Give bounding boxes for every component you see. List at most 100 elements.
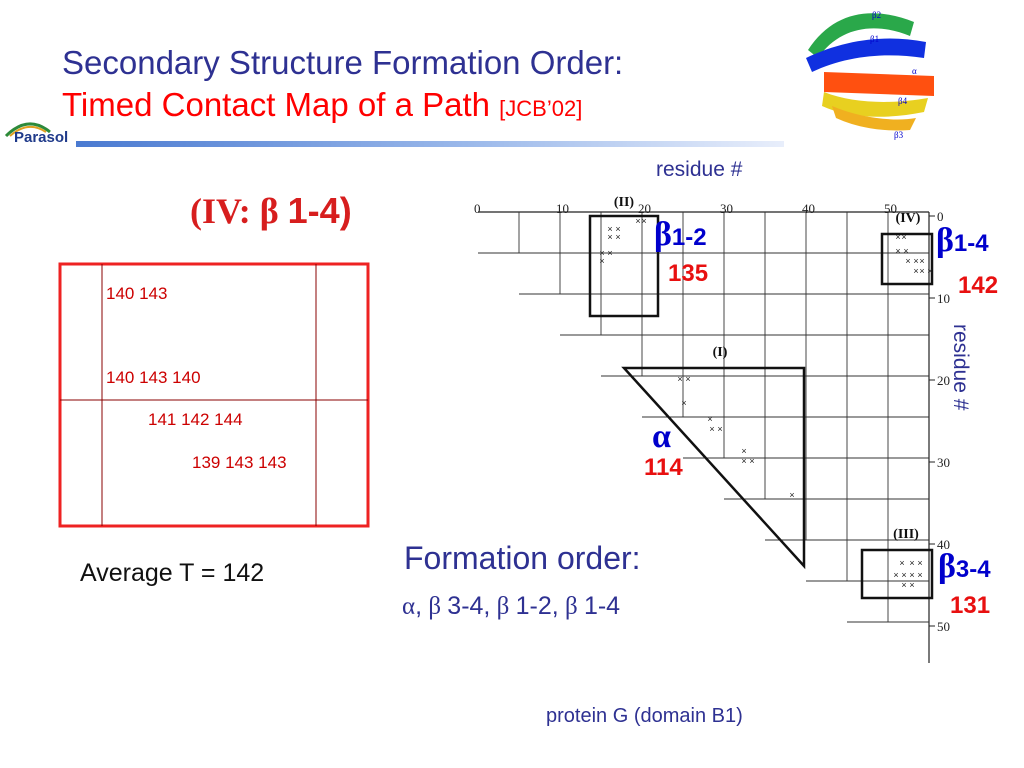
contact-mark: × (615, 224, 620, 234)
logo-text: Parasol (14, 129, 69, 146)
region-label: (III) (893, 527, 919, 542)
contact-mark: × (895, 232, 900, 242)
formation-heading: Formation order: (404, 540, 641, 576)
contact-map-grid (478, 211, 930, 663)
region-label: (I) (713, 345, 728, 360)
region-box (860, 548, 934, 600)
contact-mark: × (909, 580, 914, 590)
contact-mark: × (635, 216, 640, 226)
right-tick-label: 0 (937, 209, 944, 224)
region-label: (II) (614, 195, 635, 210)
figure-caption: protein G (domain B1) (546, 705, 743, 727)
contact-mark: × (919, 266, 924, 276)
contact-mark: × (717, 424, 722, 434)
annotation-beta34: β3-4 (938, 548, 991, 585)
right-tick-label: 50 (937, 619, 950, 634)
contact-mark: × (741, 446, 746, 456)
timing-row-2: 140 143 140 (106, 368, 201, 387)
contact-mark: × (607, 232, 612, 242)
contact-map-regions: (II) (IV) (I) (III) (588, 195, 934, 600)
contact-mark: × (893, 570, 898, 580)
contact-mark: × (901, 570, 906, 580)
formation-step-beta34: β 3-4, (428, 592, 491, 620)
top-tick-label: 40 (802, 201, 815, 216)
protein-label-beta3: β3 (894, 130, 904, 140)
contact-mark: × (789, 490, 794, 500)
contact-mark: × (749, 456, 754, 466)
contact-map-contacts: ×××××××××××××××××××××××××××××××××××××× (599, 216, 932, 590)
annotation-alpha-time: 114 (644, 454, 683, 481)
stage-heading-symbol: β (259, 191, 279, 231)
contact-map-top-ticks: 0 10 20 30 40 50 (474, 201, 897, 216)
formation-step-beta12: β 1-2, (496, 592, 559, 620)
contact-mark: × (681, 398, 686, 408)
contact-mark: × (901, 580, 906, 590)
header-divider (76, 141, 784, 147)
contact-mark: × (641, 216, 646, 226)
timing-row-1: 140 143 (106, 284, 168, 303)
contact-mark: × (599, 248, 604, 258)
contact-mark: × (607, 248, 612, 258)
region-box (588, 214, 660, 318)
parasol-logo-icon (4, 122, 51, 138)
formation-step-beta14: β 1-4 (564, 592, 621, 620)
contact-mark: × (909, 570, 914, 580)
contact-mark: × (913, 256, 918, 266)
right-tick-label: 40 (937, 537, 950, 552)
timing-row-3: 141 142 144 (148, 410, 243, 429)
top-tick-label: 10 (556, 201, 569, 216)
contact-mark: × (677, 374, 682, 384)
right-tick-label: 30 (937, 455, 950, 470)
residue-axis-caption-top: residue # (656, 158, 743, 181)
slide-title-line1: Secondary Structure Formation Order: (62, 44, 624, 81)
protein-ribbon-image: β2 β1 α β4 β3 (784, 0, 940, 142)
contact-mark: × (903, 246, 908, 256)
formation-sequence: α, β 3-4, β 1-2, β 1-4 (402, 592, 620, 621)
annotation-alpha: α (652, 418, 671, 455)
contact-mark: × (685, 374, 690, 384)
timing-table (58, 262, 370, 528)
average-time: Average T = 142 (80, 559, 265, 587)
protein-label-beta2: β2 (872, 10, 881, 20)
top-tick-label: 30 (720, 201, 733, 216)
slide-title-line2: Timed Contact Map of a Path [JCB’02] (62, 86, 582, 124)
right-tick-label: 10 (937, 291, 950, 306)
top-tick-label: 50 (884, 201, 897, 216)
annotation-beta34-time: 131 (950, 592, 991, 619)
stage-heading-prefix: (IV: (190, 191, 251, 231)
contact-mark: × (927, 266, 932, 276)
protein-label-alpha: α (912, 66, 917, 76)
slide-title-main: Timed Contact Map of a Path (62, 86, 490, 123)
contact-mark: × (919, 256, 924, 266)
top-tick-label: 0 (474, 201, 481, 216)
contact-mark: × (707, 414, 712, 424)
slide-title-ref: [JCB’02] (499, 96, 583, 121)
formation-step-alpha: α, (402, 592, 423, 620)
contact-mark: × (599, 256, 604, 266)
contact-mark: × (913, 266, 918, 276)
contact-mark: × (899, 558, 904, 568)
region-label: (IV) (896, 211, 921, 226)
contact-mark: × (905, 256, 910, 266)
region-triangle (621, 366, 806, 570)
contact-mark: × (917, 570, 922, 580)
timing-row-4: 139 143 143 (192, 453, 287, 472)
contact-mark: × (917, 558, 922, 568)
top-tick-label: 20 (638, 201, 651, 216)
contact-mark: × (615, 232, 620, 242)
annotation-beta12-time: 135 (668, 260, 709, 287)
stage-heading-range: 1-4) (287, 190, 352, 231)
contact-map: 0 10 20 30 40 50 0 10 20 30 40 50 (II) (IV) (I) (III)… (474, 195, 950, 663)
protein-label-beta4: β4 (898, 96, 908, 106)
protein-label-beta1: β1 (870, 34, 879, 44)
contact-mark: × (741, 456, 746, 466)
contact-mark: × (607, 224, 612, 234)
contact-mark: × (895, 246, 900, 256)
annotation-beta12: β1-2 (654, 216, 707, 253)
contact-mark: × (901, 232, 906, 242)
stage-heading: (IV: β 1-4) (190, 190, 352, 232)
contact-mark: × (709, 424, 714, 434)
residue-axis-caption-right: residue # (949, 324, 972, 411)
region-box (880, 232, 934, 286)
